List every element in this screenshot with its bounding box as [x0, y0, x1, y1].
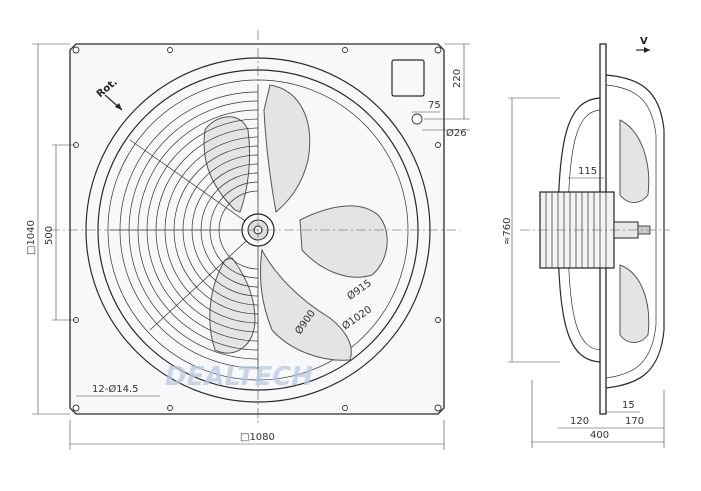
dim-box-offset: 220 — [452, 69, 463, 88]
dim-depth: 400 — [590, 430, 609, 441]
cable-gland — [411, 113, 423, 125]
front-view: Rot. □1040 500 □1080 12-Ø14.5 220 75 Ø26… — [26, 30, 470, 450]
dim-hole-spacing: 500 — [44, 226, 55, 245]
dim-cable-gland: Ø26 — [446, 127, 467, 139]
airflow-indicator: V — [636, 36, 650, 53]
side-view: V 115 ≈760 15 120 170 400 — [502, 36, 670, 448]
terminal-box — [391, 59, 425, 97]
dim-box-width: 75 — [428, 100, 441, 111]
dim-offset-120: 120 — [570, 416, 589, 427]
mounting-holes — [72, 46, 442, 412]
watermark: DEALTECH — [165, 362, 313, 392]
dim-plate-height: □1040 — [26, 220, 37, 255]
dim-flange: 15 — [622, 400, 635, 411]
dim-offset-170: 170 — [625, 416, 644, 427]
dim-holes: 12-Ø14.5 — [92, 383, 138, 395]
dim-motor-length: 115 — [578, 166, 597, 177]
dim-plate-width: □1080 — [240, 432, 275, 443]
dim-guard-height: ≈760 — [502, 218, 513, 245]
airflow-label: V — [640, 36, 648, 47]
impeller-blades — [203, 84, 388, 361]
